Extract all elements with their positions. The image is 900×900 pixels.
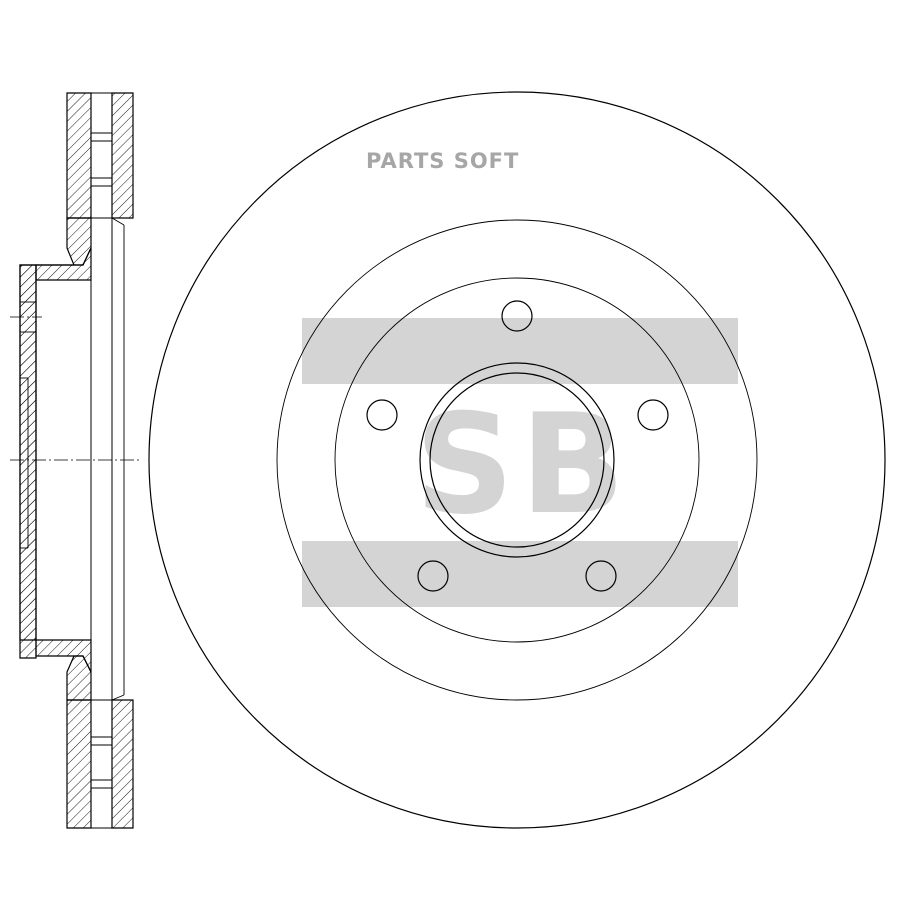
bolt-hole <box>637 399 669 431</box>
side-section-view <box>10 92 140 829</box>
hat-section-bottom <box>66 655 92 701</box>
outer-plate-top <box>66 92 92 219</box>
bolt-hole <box>501 300 533 332</box>
front-view <box>148 91 886 829</box>
bolt-hole <box>366 399 398 431</box>
friction-ring-inner-edge <box>276 219 758 701</box>
parts-soft-watermark: PARTS SOFT <box>366 149 519 173</box>
inner-plate-top <box>111 92 134 219</box>
inner-plate-bottom <box>111 699 134 829</box>
sb-logo-watermark: SB <box>302 318 738 607</box>
bolt-hole <box>417 560 449 592</box>
logo-bar-bottom <box>302 541 738 607</box>
bolt-holes <box>366 300 669 592</box>
vent-channels <box>90 92 113 829</box>
outer-plate-bottom <box>66 699 92 829</box>
bolt-hole <box>585 560 617 592</box>
disc-outer-edge <box>148 91 886 829</box>
center-bore-outer <box>419 362 615 558</box>
logo-letters: SB <box>415 384 632 545</box>
logo-bar-top <box>302 318 738 384</box>
hub-outer-edge <box>334 277 700 643</box>
hat-shoulder-top <box>35 247 92 281</box>
center-bore-inner <box>429 372 605 548</box>
